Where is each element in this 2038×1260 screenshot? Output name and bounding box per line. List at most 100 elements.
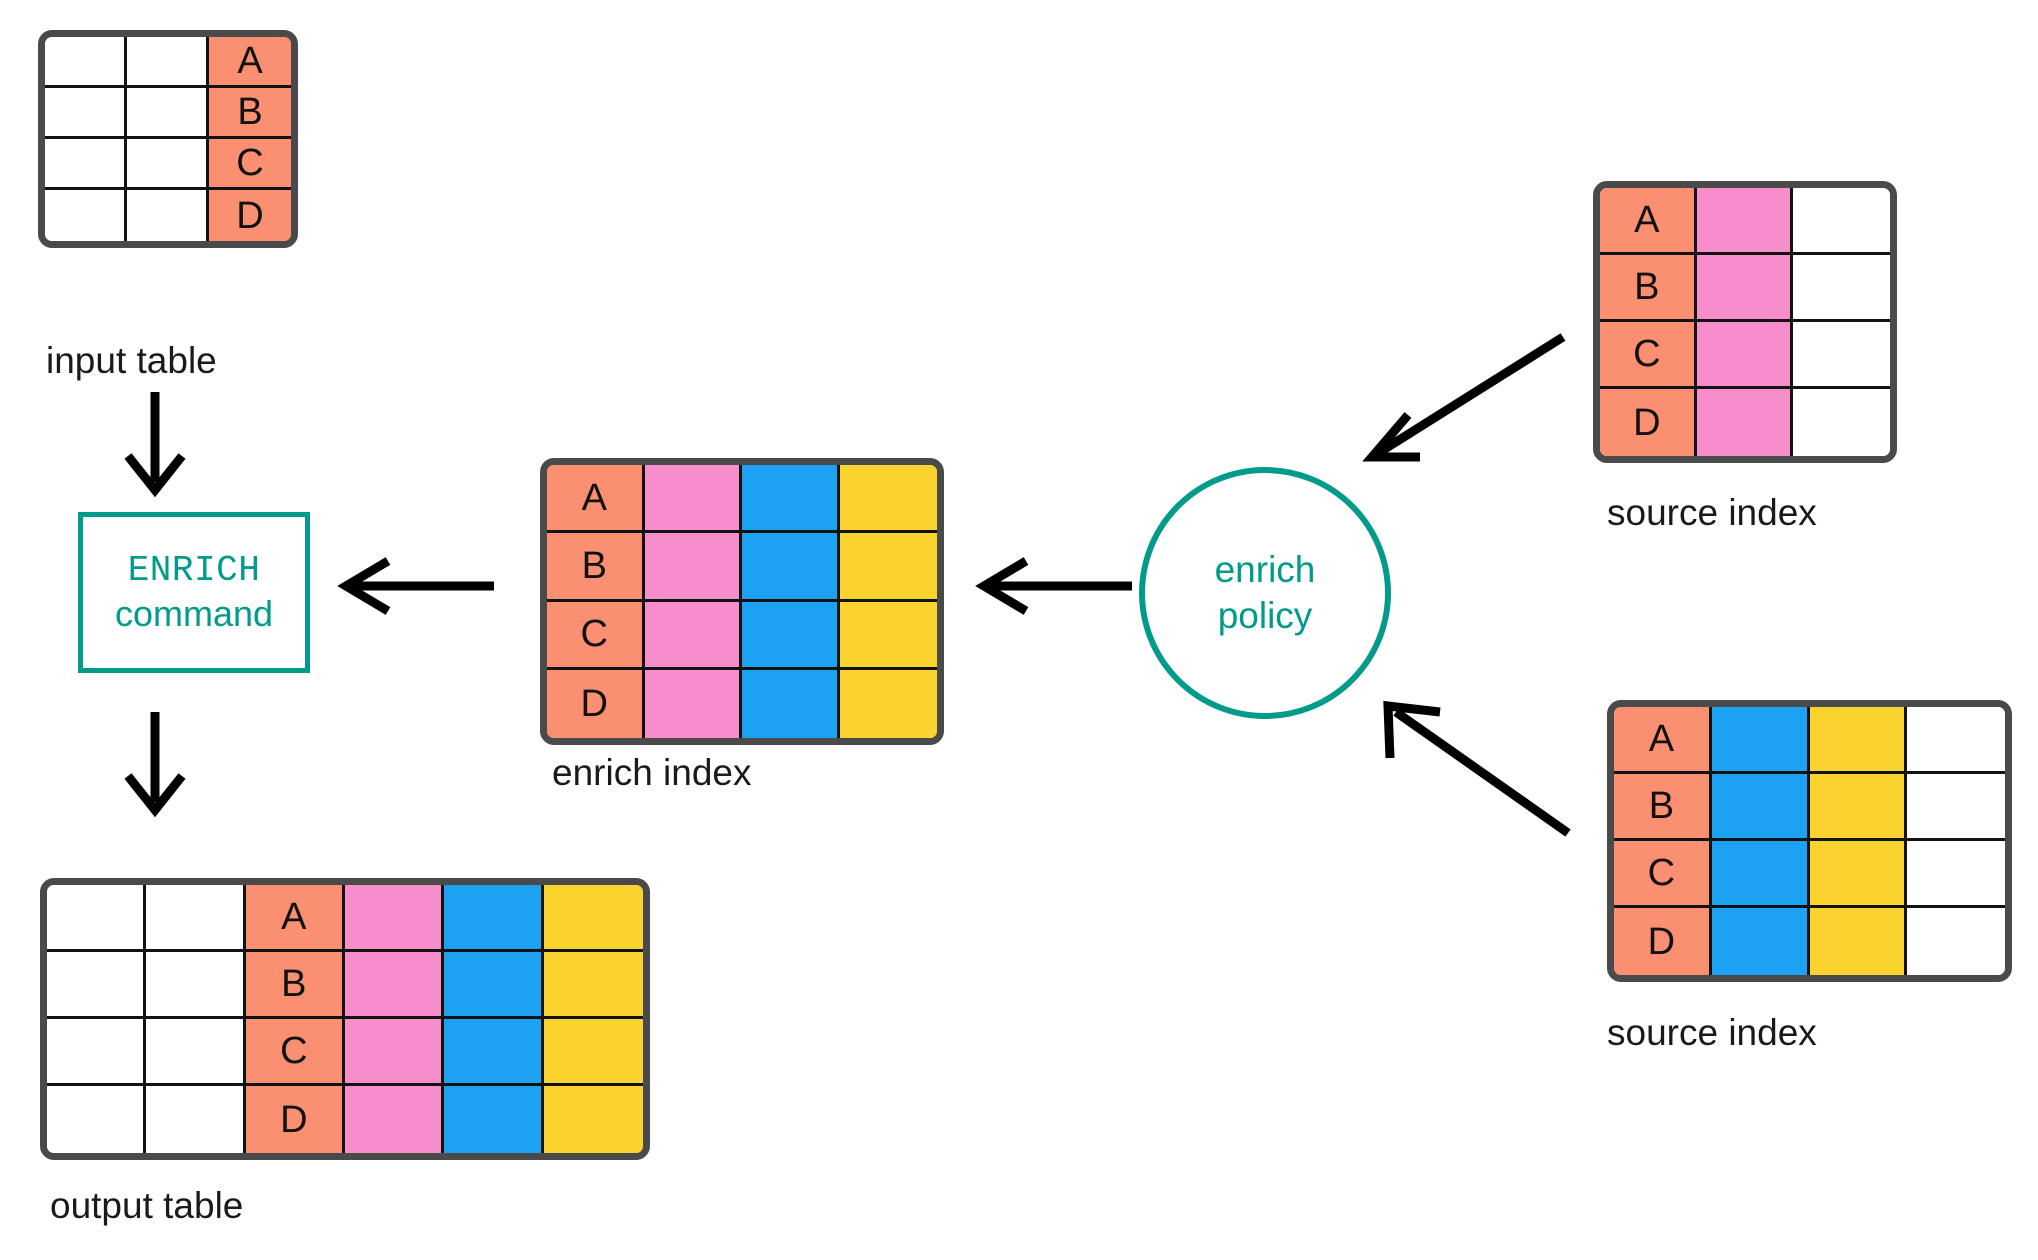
table-cell-enriched-blue-col-row-B bbox=[444, 952, 544, 1019]
table-cell-key-col-row-A: A bbox=[1614, 707, 1712, 774]
table-cell-yellow-col-row-D bbox=[1809, 908, 1908, 975]
table-cell-key-col-row-B: B bbox=[245, 952, 345, 1019]
table-cell-blank-col-1-row-A bbox=[47, 885, 147, 952]
table-cell-blank-col-row-D bbox=[1793, 389, 1890, 456]
table-cell-enriched-yellow-col-row-D bbox=[543, 1086, 643, 1153]
table-cell-blue-col-row-C bbox=[742, 601, 840, 670]
output-table-caption: output table bbox=[50, 1185, 244, 1226]
arrow-enrich-index-to-command bbox=[337, 557, 494, 615]
table-cell-blank-col-2-row-D bbox=[127, 190, 209, 241]
table-cell-key-col-row-D: D bbox=[245, 1086, 345, 1153]
table-cell-blank-col-row-A bbox=[1907, 707, 2005, 774]
arrow-policy-to-enrich-index bbox=[975, 557, 1132, 615]
table-cell-blank-col-row-C bbox=[1793, 322, 1890, 389]
table-cell-key-col-row-B: B bbox=[1614, 774, 1712, 841]
enrich-policy-line2: policy bbox=[1217, 595, 1313, 636]
table-cell-enriched-pink-col-row-B bbox=[345, 952, 445, 1019]
source-index-bottom-caption: source index bbox=[1607, 1012, 1817, 1053]
table-cell-blank-col-row-A bbox=[1793, 188, 1890, 255]
enrich-command-box[interactable]: ENRICH command bbox=[78, 512, 310, 673]
input-table-caption: input table bbox=[46, 340, 217, 381]
table-cell-enriched-yellow-col-row-C bbox=[543, 1019, 643, 1086]
table-cell-enriched-pink-col-row-D bbox=[345, 1086, 445, 1153]
table-cell-yellow-col-row-D bbox=[839, 669, 937, 738]
table-cell-enriched-blue-col-row-A bbox=[444, 885, 544, 952]
table-cell-pink-col-row-C bbox=[644, 601, 742, 670]
table-cell-pink-col-row-D bbox=[644, 669, 742, 738]
table-cell-key-col-row-D: D bbox=[1614, 908, 1712, 975]
table-cell-key-col-row-C: C bbox=[1614, 841, 1712, 908]
table-cell-blank-col-row-D bbox=[1907, 908, 2005, 975]
table-cell-key-col-row-D: D bbox=[209, 190, 291, 241]
table-cell-yellow-col-row-C bbox=[1809, 841, 1908, 908]
enrich-command-keyword: ENRICH bbox=[127, 550, 261, 591]
table-cell-enriched-pink-col-row-A bbox=[345, 885, 445, 952]
table-cell-yellow-col-row-B bbox=[839, 533, 937, 602]
table-cell-blank-col-1-row-B bbox=[47, 952, 147, 1019]
table-cell-enriched-yellow-col-row-A bbox=[543, 885, 643, 952]
arrow-command-to-output bbox=[124, 712, 186, 818]
table-cell-enriched-pink-col-row-C bbox=[345, 1019, 445, 1086]
table-cell-blue-col-row-D bbox=[1711, 908, 1810, 975]
arrow-source-index-bottom-to-policy bbox=[1383, 700, 1571, 837]
table-cell-blank-col-1-row-D bbox=[47, 1086, 147, 1153]
table-cell-blank-col-1-row-D bbox=[45, 190, 127, 241]
enrich-command-label: command bbox=[114, 593, 274, 634]
table-cell-yellow-col-row-C bbox=[839, 601, 937, 670]
table-cell-pink-col-row-B bbox=[644, 533, 742, 602]
table-cell-pink-col-row-B bbox=[1696, 255, 1794, 322]
table-cell-blank-col-2-row-A bbox=[127, 37, 209, 88]
table-cell-key-col-row-C: C bbox=[245, 1019, 345, 1086]
table-cell-yellow-col-row-B bbox=[1809, 774, 1908, 841]
table-cell-yellow-col-row-A bbox=[839, 465, 937, 534]
table-cell-key-col-row-D: D bbox=[547, 669, 645, 738]
table-cell-blue-col-row-A bbox=[742, 465, 840, 534]
table-cell-blue-col-row-B bbox=[1711, 774, 1810, 841]
enrich-index-caption: enrich index bbox=[552, 752, 752, 793]
table-cell-blank-col-1-row-B bbox=[45, 88, 127, 139]
table-cell-blank-col-2-row-C bbox=[146, 1019, 246, 1086]
table-cell-key-col-row-B: B bbox=[209, 88, 291, 139]
table-cell-blank-col-row-B bbox=[1793, 255, 1890, 322]
table-cell-key-col-row-C: C bbox=[547, 601, 645, 670]
table-cell-enriched-blue-col-row-C bbox=[444, 1019, 544, 1086]
table-cell-blank-col-1-row-A bbox=[45, 37, 127, 88]
table-cell-pink-col-row-A bbox=[644, 465, 742, 534]
enrich-policy-node[interactable]: enrich policy bbox=[1139, 467, 1391, 719]
table-cell-blank-col-1-row-C bbox=[47, 1019, 147, 1086]
table-cell-key-col-row-B: B bbox=[547, 533, 645, 602]
table-cell-blank-col-2-row-C bbox=[127, 139, 209, 190]
table-cell-key-col-row-C: C bbox=[209, 139, 291, 190]
table-cell-blank-col-2-row-D bbox=[146, 1086, 246, 1153]
table-cell-blank-col-row-B bbox=[1907, 774, 2005, 841]
arrow-input-to-command bbox=[124, 392, 186, 498]
table-cell-key-col-row-A: A bbox=[547, 465, 645, 534]
table-cell-pink-col-row-C bbox=[1696, 322, 1794, 389]
table-cell-blue-col-row-A bbox=[1711, 707, 1810, 774]
table-cell-yellow-col-row-A bbox=[1809, 707, 1908, 774]
table-cell-blue-col-row-D bbox=[742, 669, 840, 738]
table-cell-enriched-blue-col-row-D bbox=[444, 1086, 544, 1153]
table-cell-key-col-row-B: B bbox=[1600, 255, 1697, 322]
table-cell-enriched-yellow-col-row-B bbox=[543, 952, 643, 1019]
table-cell-pink-col-row-A bbox=[1696, 188, 1794, 255]
table-cell-blue-col-row-B bbox=[742, 533, 840, 602]
table-cell-key-col-row-A: A bbox=[245, 885, 345, 952]
arrow-source-index-top-to-policy bbox=[1362, 333, 1566, 462]
table-cell-blank-col-2-row-B bbox=[146, 952, 246, 1019]
table-cell-pink-col-row-D bbox=[1696, 389, 1794, 456]
table-cell-key-col-row-A: A bbox=[1600, 188, 1697, 255]
table-cell-blank-col-2-row-B bbox=[127, 88, 209, 139]
table-cell-key-col-row-C: C bbox=[1600, 322, 1697, 389]
enrich-policy-line1: enrich bbox=[1214, 549, 1316, 590]
table-cell-blue-col-row-C bbox=[1711, 841, 1810, 908]
table-cell-blank-col-row-C bbox=[1907, 841, 2005, 908]
table-cell-blank-col-1-row-C bbox=[45, 139, 127, 190]
source-index-top-caption: source index bbox=[1607, 492, 1817, 533]
